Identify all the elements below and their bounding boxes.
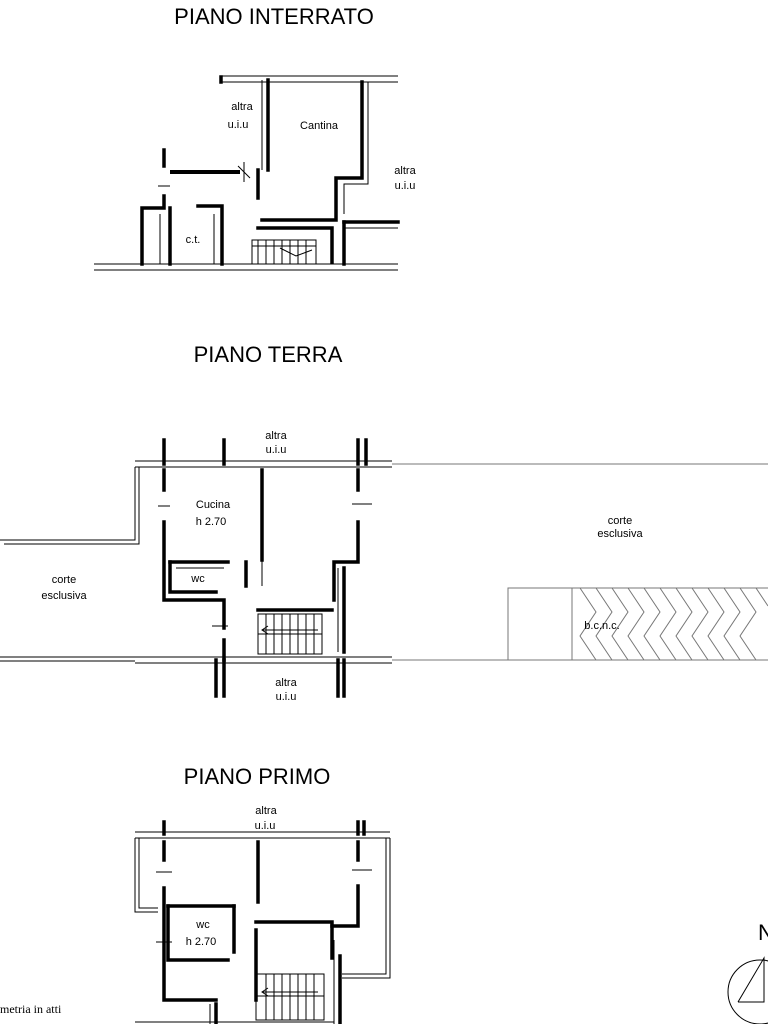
ground-bcnc-label: b.c.n.c. (584, 620, 619, 632)
first-wc-height-label: h 2.70 (186, 936, 217, 948)
ground-courtyard-right-label-1: corte (608, 515, 632, 527)
basement-other-unit-right-label-1: altra (394, 165, 416, 177)
first-title: PIANO PRIMO (184, 764, 331, 789)
basement-other-unit-left-label-2: u.i.u (228, 119, 249, 131)
basement-walls (94, 75, 400, 271)
basement-title: PIANO INTERRATO (174, 4, 374, 29)
basement-stairs (251, 239, 317, 265)
ground-other-unit-top-label-2: u.i.u (266, 444, 287, 456)
ground-walls (0, 438, 768, 698)
first-other-unit-top-label-1: altra (255, 805, 277, 817)
basement-cellar-label: Cantina (300, 120, 339, 132)
ground-floor-plan: PIANO TERRA (0, 342, 768, 703)
ground-title: PIANO TERRA (194, 342, 343, 367)
first-other-unit-top-label-2: u.i.u (255, 820, 276, 832)
ground-courtyard-left-label-2: esclusiva (41, 590, 87, 602)
ground-kitchen-label: Cucina (196, 499, 231, 511)
first-wc-label: wc (195, 919, 210, 931)
ground-kitchen-height-label: h 2.70 (196, 516, 227, 528)
ground-stairs (257, 613, 323, 655)
footer-note: metria in atti (0, 1002, 62, 1016)
ground-courtyard-right-label-2: esclusiva (597, 528, 643, 540)
ground-ramp-hatching (579, 587, 768, 661)
first-stairs (255, 973, 325, 1021)
ground-other-unit-bottom-label-1: altra (275, 677, 297, 689)
basement-other-unit-left-label-1: altra (231, 101, 253, 113)
ground-other-unit-bottom-label-2: u.i.u (276, 691, 297, 703)
ground-wc-label: wc (190, 573, 205, 585)
basement-floor-plan: PIANO INTERRATO (94, 4, 417, 271)
basement-other-unit-right-label-2: u.i.u (395, 180, 416, 192)
north-arrow-icon: N (727, 920, 768, 1024)
ground-courtyard-left-label-1: corte (52, 574, 76, 586)
ground-other-unit-top-label-1: altra (265, 430, 287, 442)
basement-boiler-room-label: c.t. (186, 234, 201, 246)
first-floor-plan: PIANO PRIMO (134, 764, 391, 1024)
first-walls (134, 820, 391, 1024)
north-letter: N (758, 920, 768, 945)
